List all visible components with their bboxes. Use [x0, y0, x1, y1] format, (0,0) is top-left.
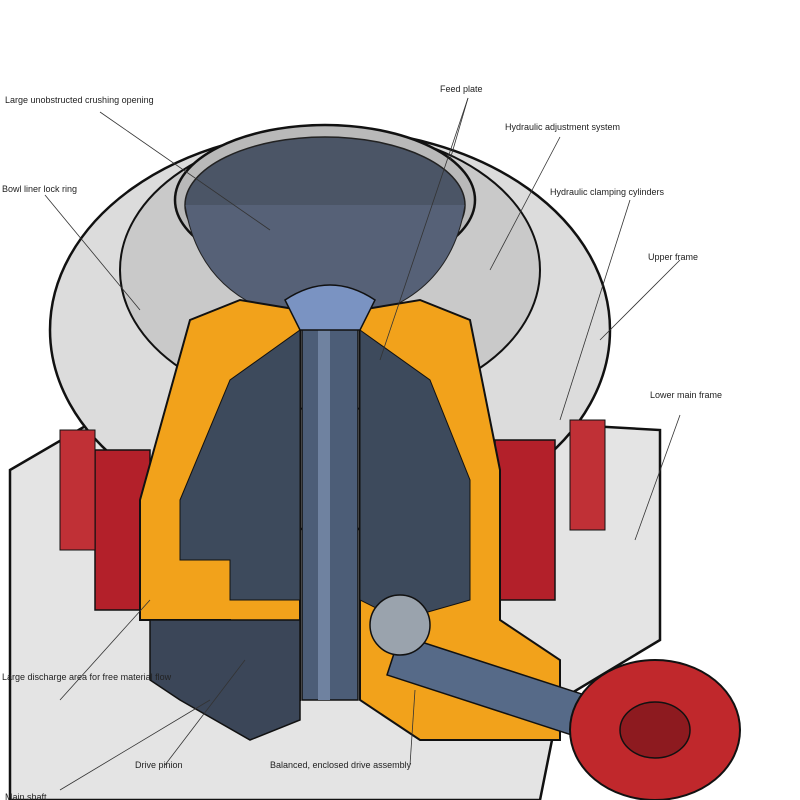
leader-top-right-1	[489, 136, 561, 271]
leader-bottom-center-1	[164, 659, 246, 766]
leader-left-1	[44, 194, 141, 311]
hydraulic-cylinder-right-outer	[569, 419, 606, 531]
hydraulic-cylinder-left-inner	[59, 429, 96, 551]
crushing-chamber	[179, 329, 301, 601]
leader-bottom-left-2	[59, 699, 211, 791]
label-main-shaft: Main shaft	[5, 792, 47, 800]
label-upper-frame: Upper frame	[648, 252, 698, 262]
label-drive-assembly: Balanced, enclosed drive assembly	[270, 760, 412, 770]
label-large-opening: Large unobstructed crushing opening	[5, 95, 154, 105]
leader-top-center-1	[449, 97, 469, 161]
main-shaft-highlight	[318, 300, 330, 700]
leader-upper-left	[99, 111, 271, 231]
leader-top-right-2	[559, 199, 631, 421]
label-lower-main-frame: Lower main frame	[650, 390, 722, 400]
label-hydraulic-adjustment: Hydraulic adjustment system	[505, 122, 620, 132]
leader-bottom-left-1	[59, 599, 151, 701]
discharge-area	[149, 619, 301, 741]
label-hydraulic-clamping: Hydraulic clamping cylinders	[550, 187, 665, 197]
label-discharge-area: Large discharge area for free material f…	[2, 672, 172, 682]
crushing-chamber-right	[359, 329, 471, 621]
hydraulic-cylinder-right	[494, 439, 556, 601]
label-drive-pinion: Drive pinion	[135, 760, 183, 770]
leader-top-center-2	[379, 97, 469, 361]
leader-right-2	[634, 414, 681, 541]
leader-bottom-center-2	[409, 689, 416, 766]
feed-plate	[284, 284, 376, 331]
label-feed-plate: Feed plate	[440, 84, 483, 94]
drive-pinion	[369, 594, 431, 656]
drive-pulley-hub	[619, 701, 691, 759]
label-lock-ring: Bowl liner lock ring	[2, 184, 77, 194]
leader-right-1	[599, 259, 681, 341]
